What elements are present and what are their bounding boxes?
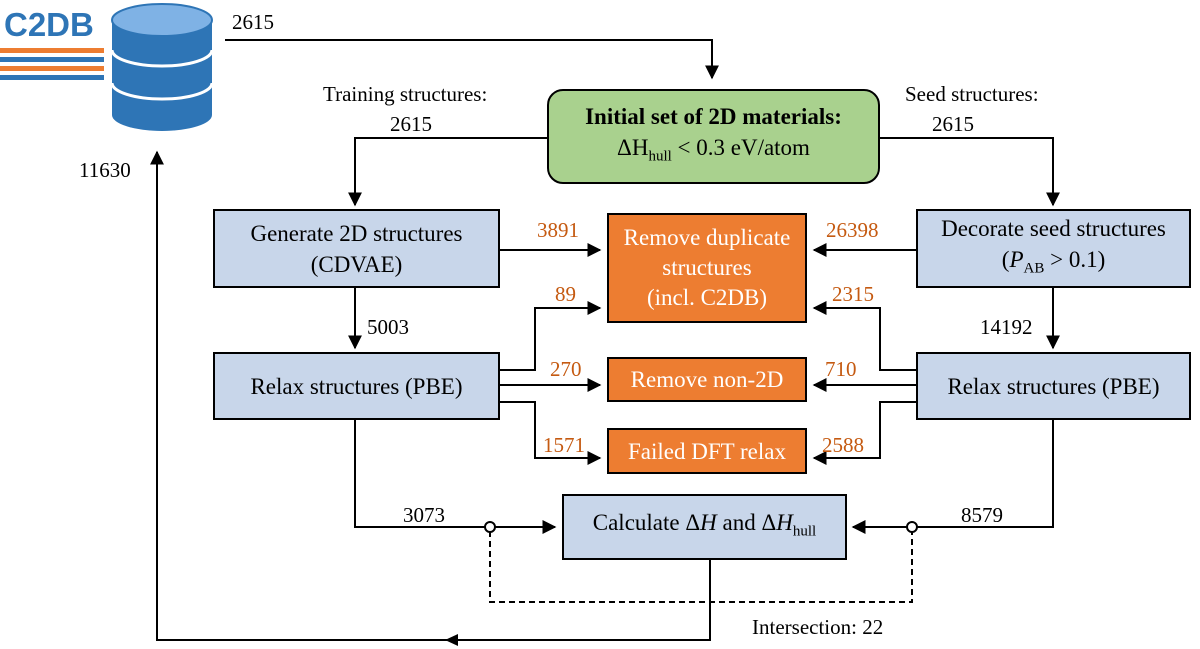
count-relax-right-non2d: 710 xyxy=(825,357,857,381)
count-dec-dup: 26398 xyxy=(826,218,879,242)
decorate-box: Decorate seed structures (PAB > 0.1) xyxy=(916,209,1191,288)
duplicate-line1: Remove duplicate xyxy=(623,225,791,250)
decorate-line2: (PAB > 0.1) xyxy=(1001,246,1106,277)
count-gen-relax: 5003 xyxy=(367,315,409,339)
database-icon xyxy=(110,3,214,131)
arrow-relax-left-to-calculate xyxy=(354,420,557,534)
arrow-relax-right-to-failed xyxy=(812,401,916,465)
arrow-relax-left-to-duplicate xyxy=(500,301,602,371)
intersection-node-left xyxy=(484,521,496,533)
generate-box: Generate 2D structures (CDVAE) xyxy=(213,209,500,288)
relax-left-label: Relax structures (PBE) xyxy=(250,373,463,399)
non2d-label: Remove non-2D xyxy=(630,367,784,392)
remove-duplicate-box: Remove duplicate structures (incl. C2DB) xyxy=(607,213,807,323)
count-dec-relax: 14192 xyxy=(980,315,1033,339)
arrow-calculate-feedback xyxy=(150,150,711,641)
duplicate-line3: (incl. C2DB) xyxy=(646,285,768,310)
intersection-dashed-line xyxy=(489,531,913,603)
arrow-initial-to-decorate xyxy=(880,137,1060,207)
count-relax-left-non2d: 270 xyxy=(550,357,582,381)
relax-right-label: Relax structures (PBE) xyxy=(947,373,1160,399)
count-left-calc: 3073 xyxy=(403,503,445,527)
count-gen-dup: 3891 xyxy=(537,218,579,242)
c2db-logo: C2DB xyxy=(0,8,110,42)
relax-left-box: Relax structures (PBE) xyxy=(213,352,500,420)
arrow-relax-left-to-failed xyxy=(500,401,602,465)
arrow-relax-right-to-calculate xyxy=(851,420,1054,534)
initial-set-box: Initial set of 2D materials: ΔHhull < 0.… xyxy=(547,89,880,184)
count-relax-right-dup: 2315 xyxy=(832,282,874,306)
generate-line2: (CDVAE) xyxy=(310,251,403,277)
training-label: Training structures: xyxy=(323,82,488,106)
count-seed: 2615 xyxy=(932,112,974,136)
arrow-relax-right-to-duplicate xyxy=(812,301,916,371)
relax-right-box: Relax structures (PBE) xyxy=(916,352,1191,420)
count-right-calc: 8579 xyxy=(961,503,1003,527)
count-relax-left-dup: 89 xyxy=(555,282,576,306)
remove-non2d-box: Remove non-2D xyxy=(607,357,807,402)
c2db-logo-text: C2DB xyxy=(4,6,94,43)
failed-relax-box: Failed DFT relax xyxy=(607,428,807,474)
count-feedback: 11630 xyxy=(79,158,131,182)
intersection-node-right xyxy=(906,521,918,533)
count-relax-right-fail: 2588 xyxy=(822,433,864,457)
count-relax-left-fail: 1571 xyxy=(543,433,585,457)
decorate-line1: Decorate seed structures xyxy=(941,215,1166,241)
arrow-return-head xyxy=(445,634,458,646)
logo-stripes xyxy=(0,48,104,80)
failed-label: Failed DFT relax xyxy=(628,438,786,464)
initial-set-title: Initial set of 2D materials: xyxy=(585,103,842,129)
duplicate-line2: structures xyxy=(662,255,752,280)
arrow-c2db-to-initial xyxy=(225,39,719,80)
intersection-label: Intersection: 22 xyxy=(752,615,884,639)
calculate-label: Calculate ΔH and ΔHhull xyxy=(592,509,817,540)
generate-line1: Generate 2D structures xyxy=(250,220,463,246)
calculate-box: Calculate ΔH and ΔHhull xyxy=(562,494,847,560)
seed-label: Seed structures: xyxy=(905,82,1039,106)
count-top: 2615 xyxy=(232,10,274,34)
arrow-initial-to-generate xyxy=(348,137,547,207)
count-training: 2615 xyxy=(390,112,432,136)
initial-set-criterion: ΔHhull < 0.3 eV/atom xyxy=(617,134,810,165)
